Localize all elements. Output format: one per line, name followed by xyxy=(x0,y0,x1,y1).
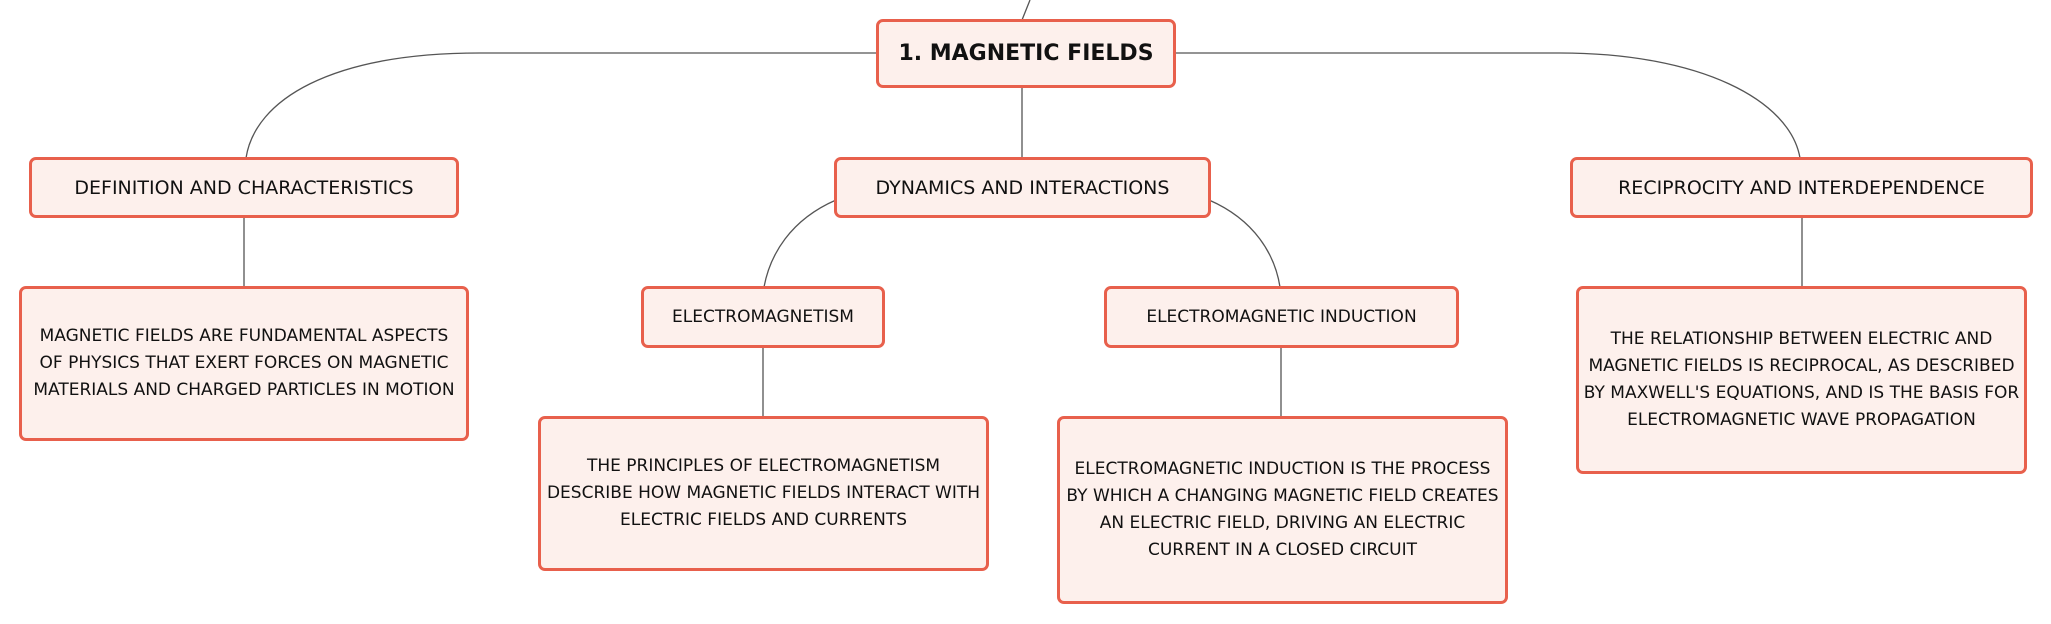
root-label: 1. MAGNETIC FIELDS xyxy=(898,41,1154,66)
reciprocity-description-node[interactable]: THE RELATIONSHIP BETWEEN ELECTRIC AND MA… xyxy=(1576,286,2027,474)
connector-root-definition xyxy=(245,52,878,159)
electromagnetism-label: ELECTROMAGNETISM xyxy=(672,307,854,327)
branch-reciprocity-node[interactable]: RECIPROCITY AND INTERDEPENDENCE xyxy=(1570,157,2033,218)
branch-definition-node[interactable]: DEFINITION AND CHARACTERISTICS xyxy=(29,157,459,218)
connector-dynamics-electromagnetism xyxy=(763,199,837,288)
connector-dynamics-induction xyxy=(1208,199,1281,288)
induction-description-node[interactable]: ELECTROMAGNETIC INDUCTION IS THE PROCESS… xyxy=(1057,416,1508,604)
definition-description-node[interactable]: MAGNETIC FIELDS ARE FUNDAMENTAL ASPECTS … xyxy=(19,286,469,441)
electromagnetism-node[interactable]: ELECTROMAGNETISM xyxy=(641,286,885,348)
definition-description-text: MAGNETIC FIELDS ARE FUNDAMENTAL ASPECTS … xyxy=(33,326,455,400)
branch-reciprocity-label: RECIPROCITY AND INTERDEPENDENCE xyxy=(1618,176,1985,199)
connector-root-reciprocity xyxy=(1174,52,1801,159)
root-node[interactable]: 1. MAGNETIC FIELDS xyxy=(876,19,1176,88)
electromagnetism-description-text: THE PRINCIPLES OF ELECTROMAGNETISM DESCR… xyxy=(546,456,981,530)
electromagnetism-description-node[interactable]: THE PRINCIPLES OF ELECTROMAGNETISM DESCR… xyxy=(538,416,989,571)
induction-label: ELECTROMAGNETIC INDUCTION xyxy=(1146,307,1417,327)
connector-top-stub xyxy=(1021,0,1031,21)
induction-description-text: ELECTROMAGNETIC INDUCTION IS THE PROCESS… xyxy=(1066,459,1499,560)
reciprocity-description-text: THE RELATIONSHIP BETWEEN ELECTRIC AND MA… xyxy=(1583,329,2020,430)
induction-node[interactable]: ELECTROMAGNETIC INDUCTION xyxy=(1104,286,1459,348)
branch-dynamics-label: DYNAMICS AND INTERACTIONS xyxy=(875,176,1170,199)
branch-definition-label: DEFINITION AND CHARACTERISTICS xyxy=(74,176,414,199)
branch-dynamics-node[interactable]: DYNAMICS AND INTERACTIONS xyxy=(834,157,1211,218)
